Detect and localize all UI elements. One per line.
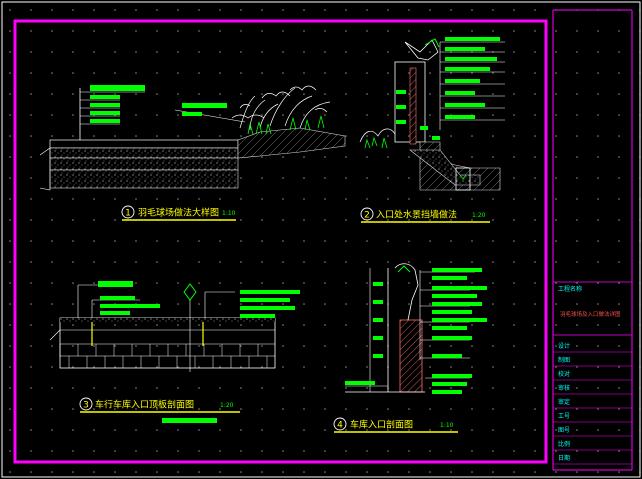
view-title-text-3: 车行车库入口顶板剖面图	[95, 399, 194, 411]
title-block-project-label: 工程名称	[558, 285, 582, 293]
view-number-3: 3	[83, 401, 89, 411]
view-title-3: 3 车行车库入口顶板剖面图 1:20	[79, 397, 240, 423]
view-scale-4: 1:10	[440, 422, 454, 429]
title-block-row-label: 工号	[558, 413, 570, 420]
view-title-4: 4 车库入口剖面图 1:10	[333, 417, 458, 433]
drawing-frame	[13, 19, 548, 464]
view-scale-2: 1:20	[472, 212, 486, 219]
view-1-section	[39, 85, 346, 191]
view-title-text-2: 入口处水景挡墙做法	[376, 209, 457, 221]
title-block-row-label: 制图	[558, 356, 570, 364]
view-3-section	[49, 281, 300, 372]
view-title-text-4: 车库入口剖面图	[350, 419, 413, 431]
title-block-row-label: 日期	[558, 454, 570, 462]
title-block-row-label: 校对	[558, 370, 570, 378]
view-2-section	[359, 37, 505, 191]
view-4-section	[345, 263, 487, 394]
title-block-row-label: 审定	[558, 398, 570, 406]
title-block-row-label: 图号	[558, 427, 570, 434]
view-title-1: 1 羽毛球场做法大样图 1:10	[121, 205, 236, 221]
view-number-1: 1	[125, 209, 131, 219]
title-block-row-label: 审核	[558, 384, 570, 392]
view-scale-3: 1:20	[220, 402, 234, 409]
view-scale-1: 1:10	[222, 210, 236, 217]
view-number-4: 4	[337, 421, 343, 431]
view-title-2: 2 入口处水景挡墙做法 1:20	[360, 207, 490, 223]
title-block-row-label: 设计	[558, 342, 570, 350]
title-block-drawing-name: 羽毛球场及入口做法详图	[560, 310, 621, 318]
view-title-text-1: 羽毛球场做法大样图	[138, 207, 219, 219]
view-number-2: 2	[364, 211, 370, 221]
title-block-row-label: 比例	[558, 440, 570, 448]
